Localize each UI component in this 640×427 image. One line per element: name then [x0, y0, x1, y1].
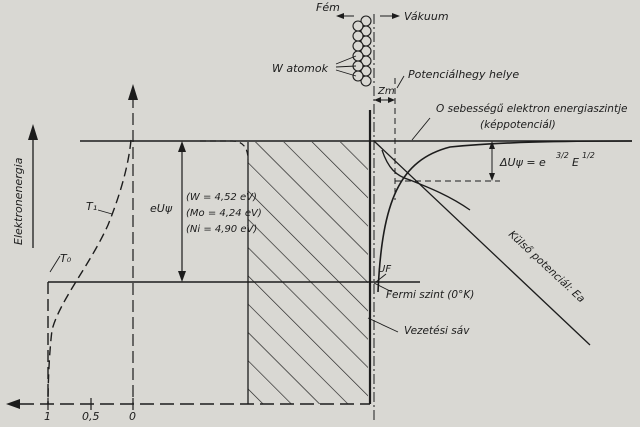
t1-distribution-curve [47, 139, 132, 405]
x-axis-arrow [6, 399, 20, 409]
w-atoms-pointer-3 [335, 69, 357, 77]
barrier-position-pointer [396, 75, 405, 89]
label-mo-value: (Mo = 4,24 eV) [186, 208, 262, 219]
label-fermi-level: Fermi szint (0°K) [386, 289, 474, 301]
metal-arrow-head [336, 13, 344, 19]
tick-label-1: 1 [44, 410, 51, 423]
energy-axis-arrow [28, 124, 38, 140]
label-conduction-band: Vezetési sáv [404, 325, 470, 337]
label-barrier-position: Potenciálhegy helye [408, 68, 519, 81]
w-atoms-pointer-2 [335, 65, 357, 68]
delta-u-arrow-bottom [489, 173, 495, 181]
work-function-arrow-top [178, 141, 186, 152]
w-atoms-stack [352, 15, 372, 87]
zm-arrow-right [388, 97, 395, 103]
work-function-arrow-bottom [178, 271, 186, 282]
label-t0: T₀ [60, 252, 72, 265]
label-metal: Fém [316, 1, 340, 14]
label-w-value: (W = 4,52 eV) [186, 192, 257, 203]
tick-label-05: 0,5 [82, 410, 100, 423]
tick-label-0: 0 [129, 410, 136, 423]
t0-pointer [49, 255, 61, 273]
label-t1: T₁ [86, 200, 97, 213]
vacuum-arrow-head [392, 13, 400, 19]
conduction-band-pointer [367, 317, 399, 333]
t1-pointer [97, 209, 113, 215]
label-vacuum-level-2: (képpotenciál) [480, 119, 556, 131]
image-potential-curve [377, 140, 633, 293]
label-uf: UF [378, 264, 391, 275]
uf-pointer [375, 273, 387, 283]
label-zm: Zm [377, 86, 395, 97]
label-electron-energy: Elektronenergia [12, 157, 25, 245]
label-delta-u-exp: 3/2 [556, 151, 569, 160]
label-vacuum-level-1: O sebességű elektron energiaszintje [436, 103, 627, 115]
label-work-function: eUψ [150, 202, 173, 215]
effective-barrier-curve [381, 149, 471, 211]
delta-u-arrow-top [489, 141, 495, 149]
zero-axis-arrow [128, 84, 138, 100]
fermi-pointer [373, 282, 393, 293]
label-delta-u-e-exp: 1/2 [582, 151, 595, 160]
label-delta-u-e: E [572, 156, 579, 169]
label-vacuum: Vákuum [404, 10, 449, 23]
conduction-band-region [248, 142, 368, 404]
external-potential-line [373, 140, 591, 346]
label-delta-u: ΔUψ = e [499, 156, 546, 169]
label-w-atoms: W atomok [272, 62, 329, 75]
w-atoms-pointer-1 [335, 55, 357, 65]
well-corner-dashed [200, 140, 249, 161]
vacuum-level-pointer [411, 117, 431, 141]
label-ni-value: (Ni = 4,90 eV) [186, 224, 257, 235]
label-external-potential: Külső potenciál: Ea [506, 228, 587, 305]
zm-arrow-left [374, 97, 381, 103]
